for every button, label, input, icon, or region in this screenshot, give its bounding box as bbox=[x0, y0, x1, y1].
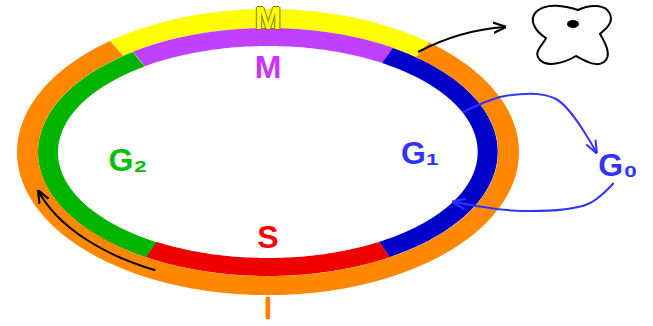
g1-band: G₁ bbox=[379, 48, 498, 257]
label-holder: G₀ bbox=[598, 149, 637, 181]
label-holder: I bbox=[264, 292, 273, 324]
phase-label: I bbox=[264, 292, 273, 324]
label-holder: M bbox=[255, 51, 282, 83]
phase-label: S bbox=[257, 221, 278, 253]
g2-band: G₂ bbox=[38, 52, 157, 257]
phase-label: M bbox=[255, 51, 282, 83]
dividing-cell-sketch bbox=[533, 6, 611, 64]
label-holder: G₁ bbox=[401, 137, 439, 169]
band-shape bbox=[17, 41, 519, 326]
mitosis-band: M bbox=[133, 28, 393, 85]
m-phase-band: M bbox=[110, 0, 429, 57]
band-fill bbox=[17, 41, 519, 295]
phase-label: M bbox=[255, 2, 282, 34]
g0-label: G₀ bbox=[596, 147, 639, 183]
label-holder: S bbox=[257, 221, 278, 253]
interphase-band: I bbox=[17, 41, 519, 326]
label-holder: G₂ bbox=[108, 144, 147, 176]
s-band: S bbox=[146, 219, 390, 276]
phase-label: G₂ bbox=[108, 144, 147, 176]
phase-label: G₁ bbox=[401, 137, 439, 169]
phase-label: G₀ bbox=[598, 149, 637, 181]
label-holder: M bbox=[255, 2, 282, 34]
cell-nucleus bbox=[567, 20, 579, 28]
